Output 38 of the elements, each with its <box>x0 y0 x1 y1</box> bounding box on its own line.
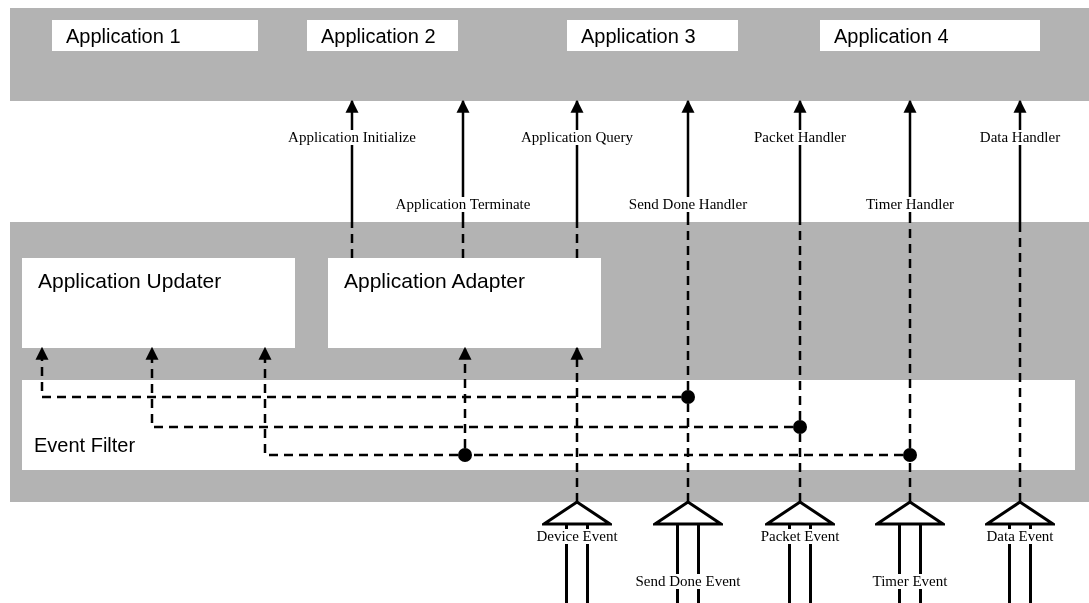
arrow <box>903 99 917 448</box>
arrow <box>681 99 695 390</box>
arrow <box>456 99 470 258</box>
component-box: Application Adapter <box>328 258 601 348</box>
arrow <box>345 99 359 258</box>
connector-line <box>798 434 802 502</box>
arrow <box>258 346 458 457</box>
application-box: Application 2 <box>307 20 458 51</box>
edge-label: Data Handler <box>977 130 1063 145</box>
application-box: Application 1 <box>52 20 258 51</box>
arrow <box>145 346 793 429</box>
edge-label: Data Event <box>984 529 1056 544</box>
connector-line <box>908 462 912 502</box>
band-label: Event Filter <box>34 433 136 458</box>
connector-line <box>472 453 903 457</box>
edge-label: Application Initialize <box>286 130 418 145</box>
edge-label: Timer Event <box>870 574 950 589</box>
connector-line <box>686 404 690 502</box>
filter-band <box>22 380 1075 470</box>
layer-band <box>10 222 1089 502</box>
application-box: Application 4 <box>820 20 1040 51</box>
edge-label: Timer Handler <box>863 197 957 212</box>
arrow <box>458 346 472 448</box>
arrow <box>570 99 584 258</box>
application-box: Application 3 <box>567 20 738 51</box>
edge-label: Send Done Event <box>633 574 743 589</box>
edge-label: Packet Handler <box>752 130 848 145</box>
edge-label: Application Query <box>518 130 636 145</box>
arrow <box>570 346 584 502</box>
edge-label: Send Done Handler <box>626 197 750 212</box>
edge-label: Packet Event <box>758 529 842 544</box>
arrow <box>1013 99 1027 502</box>
component-box: Application Updater <box>22 258 295 348</box>
edge-label: Device Event <box>534 529 620 544</box>
arrow <box>793 99 807 420</box>
layer-band <box>10 8 1089 101</box>
edge-label: Application Terminate <box>393 197 533 212</box>
arrow <box>35 346 681 399</box>
